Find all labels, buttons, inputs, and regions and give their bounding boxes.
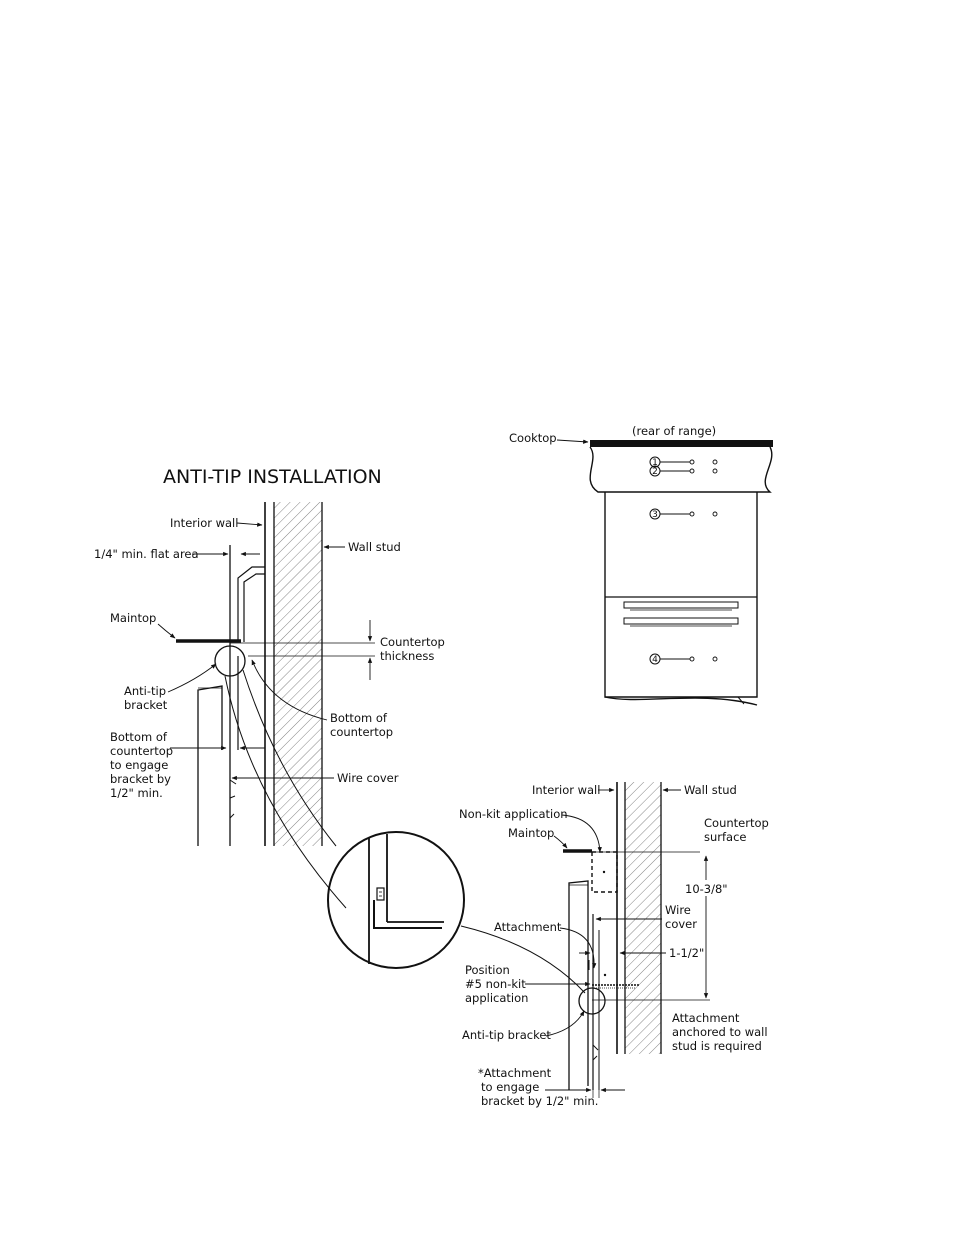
svg-text:1: 1 bbox=[652, 458, 658, 468]
right-range-side bbox=[568, 880, 589, 1090]
position5-line-1: Position bbox=[465, 963, 510, 977]
left-anti-tip-bracket-label: Anti-tip bracket bbox=[124, 684, 170, 712]
svg-text:4: 4 bbox=[652, 655, 658, 665]
attachment-label: Attachment bbox=[494, 920, 562, 934]
left-cross-section bbox=[176, 502, 375, 846]
bottom-of-countertop-label: Bottom of countertop bbox=[330, 711, 393, 739]
anchored-line-1: Attachment bbox=[672, 1011, 740, 1025]
position-marker-2: 2 bbox=[649, 465, 718, 477]
countertop-surface-line-1: Countertop bbox=[704, 816, 769, 830]
left-engage-line-1: Bottom of bbox=[110, 730, 168, 744]
countertop-surface-label: Countertop surface bbox=[704, 816, 772, 844]
zoom-detail-bracket bbox=[373, 900, 442, 929]
zoom-detail-circle bbox=[327, 831, 465, 969]
left-maintop-label: Maintop bbox=[110, 611, 156, 625]
right-wire-cover-line-1: Wire bbox=[665, 903, 691, 917]
position-marker-3: 3 bbox=[649, 508, 718, 520]
offset-dimension-label: 1-1/2" bbox=[669, 946, 704, 960]
right-wall-stud-label: Wall stud bbox=[684, 783, 737, 797]
left-range-side bbox=[197, 685, 223, 846]
position5-label: Position #5 non-kit application bbox=[465, 963, 529, 1005]
anchored-note: Attachment anchored to wall stud is requ… bbox=[672, 1011, 771, 1053]
left-engage-line-3: to engage bbox=[110, 758, 168, 772]
right-wire-cover-line-2: cover bbox=[665, 917, 697, 931]
bottom-of-countertop-line-1: Bottom of bbox=[330, 711, 388, 725]
svg-text:2: 2 bbox=[652, 467, 658, 477]
right-anti-tip-bracket-label: Anti-tip bracket bbox=[462, 1028, 551, 1042]
rear-view-range bbox=[589, 440, 773, 706]
non-kit-application-label: Non-kit application bbox=[459, 807, 568, 821]
right-engage-note: *Attachment to engage bracket by 1/2" mi… bbox=[478, 1066, 598, 1108]
rear-view-body bbox=[604, 492, 758, 698]
right-wall-stud-hatch bbox=[625, 782, 661, 1054]
right-maintop-label: Maintop bbox=[508, 826, 554, 840]
position5-line-2: #5 non-kit bbox=[465, 977, 526, 991]
svg-text:3: 3 bbox=[652, 510, 658, 520]
position-marker-1: 1 bbox=[649, 456, 718, 468]
left-wall-stud-label: Wall stud bbox=[348, 540, 401, 554]
left-engage-line-4: bracket by bbox=[110, 772, 171, 786]
countertop-thickness-line-2: thickness bbox=[380, 649, 434, 663]
rear-of-range-label: (rear of range) bbox=[632, 424, 716, 438]
position-marker-4: 4 bbox=[649, 653, 718, 665]
right-interior-wall-label: Interior wall bbox=[532, 783, 600, 797]
bottom-of-countertop-line-2: countertop bbox=[330, 725, 393, 739]
left-engage-line-5: 1/2" min. bbox=[110, 786, 163, 800]
height-dimension-label: 10-3/8" bbox=[685, 882, 728, 896]
right-non-kit-dashed-box bbox=[591, 851, 618, 893]
countertop-thickness-line-1: Countertop bbox=[380, 635, 445, 649]
diagram-title: ANTI-TIP INSTALLATION bbox=[163, 466, 382, 488]
left-engage-note: Bottom of countertop to engage bracket b… bbox=[110, 730, 177, 800]
countertop-surface-line-2: surface bbox=[704, 830, 747, 844]
right-anti-tip-bracket-circle bbox=[578, 987, 606, 1015]
right-cross-section bbox=[460, 782, 710, 1090]
left-engage-line-2: countertop bbox=[110, 744, 173, 758]
right-engage-line-3: bracket by 1/2" min. bbox=[481, 1094, 598, 1108]
countertop-thickness-label: Countertop thickness bbox=[380, 635, 448, 663]
rear-view-cooktop bbox=[590, 440, 773, 447]
left-interior-wall-label: Interior wall bbox=[170, 516, 238, 530]
right-engage-line-2: to engage bbox=[481, 1080, 539, 1094]
right-wire-cover-label: Wire cover bbox=[665, 903, 697, 931]
left-anti-tip-line-2: bracket bbox=[124, 698, 168, 712]
position5-line-3: application bbox=[465, 991, 528, 1005]
anchored-line-2: anchored to wall bbox=[672, 1025, 768, 1039]
anchored-line-3: stud is required bbox=[672, 1039, 762, 1053]
left-wire-cover-label: Wire cover bbox=[337, 771, 399, 785]
left-wire-cover bbox=[237, 566, 265, 642]
left-anti-tip-bracket-circle bbox=[214, 645, 246, 677]
zoom-detail bbox=[224, 669, 465, 969]
right-engage-line-1: *Attachment bbox=[478, 1066, 552, 1080]
left-wall-stud-hatch bbox=[274, 502, 322, 846]
cooktop-label: Cooktop bbox=[509, 431, 557, 445]
left-anti-tip-line-1: Anti-tip bbox=[124, 684, 166, 698]
left-flat-area-label: 1/4" min. flat area bbox=[94, 547, 199, 561]
